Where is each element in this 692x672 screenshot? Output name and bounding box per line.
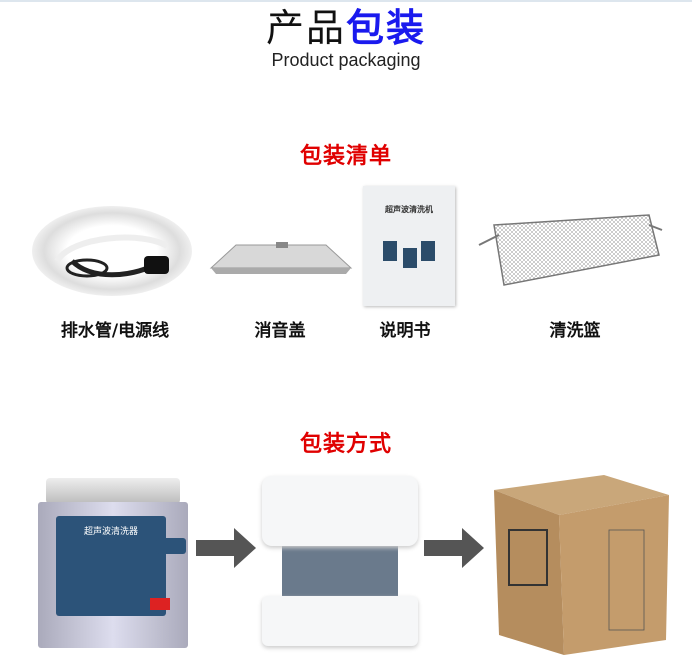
manual-cover-title: 超声波清洗机 <box>385 205 433 214</box>
carton-box-image <box>484 470 674 660</box>
top-divider <box>0 0 692 2</box>
item-label-cable: 排水管/电源线 <box>60 321 170 341</box>
list-section-title: 包装清单 <box>299 144 392 169</box>
item-label-lid: 消音盖 <box>254 321 306 341</box>
method-section-title: 包装方式 <box>299 432 392 457</box>
page-subtitle: Product packaging <box>271 50 421 70</box>
arrow-right-icon <box>196 528 256 568</box>
item-label-basket: 清洗篮 <box>549 321 601 341</box>
item-label-manual: 说明书 <box>379 321 431 341</box>
cable-hose-icon <box>32 206 192 296</box>
ultrasonic-cleaner-image: 超声波清洗器 <box>38 478 188 648</box>
lid-icon <box>206 240 354 280</box>
page-title: 产品包装 <box>0 6 692 50</box>
foam-packed-image <box>262 476 418 646</box>
basket-icon <box>474 210 664 292</box>
title-highlight: 包装 <box>346 6 427 50</box>
title-plain: 产品 <box>265 6 346 50</box>
manual-icon: 超声波清洗机 <box>363 186 455 306</box>
arrow-right-icon-2 <box>424 528 484 568</box>
machine-label: 超声波清洗器 <box>56 516 166 616</box>
